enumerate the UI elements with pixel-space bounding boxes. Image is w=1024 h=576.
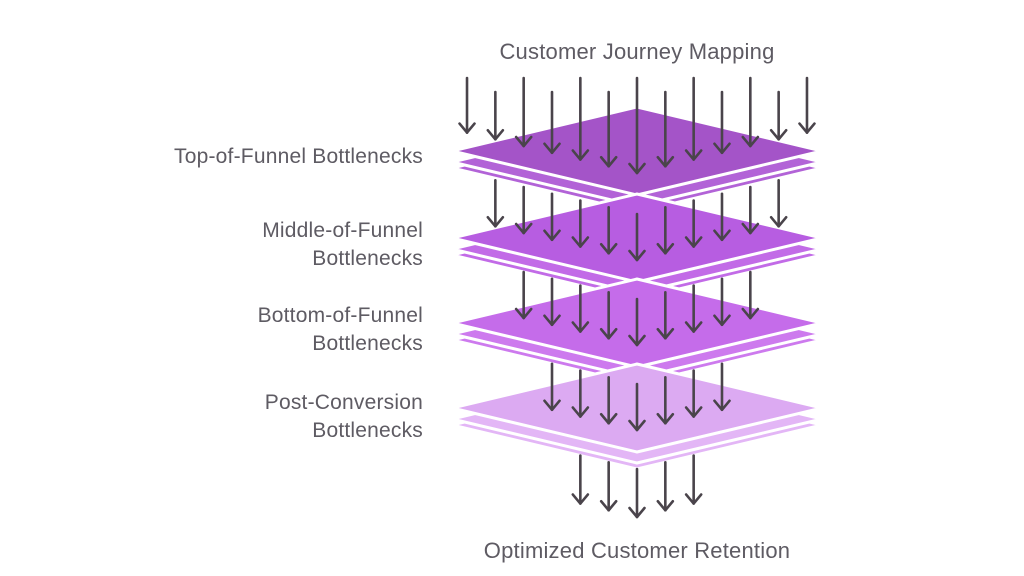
down-arrow	[684, 284, 703, 333]
down-arrow	[543, 277, 561, 327]
down-arrow	[656, 205, 675, 255]
down-arrow	[599, 90, 618, 168]
flow-arrows	[458, 76, 816, 519]
label-top-of-funnel: Top-of-Funnel Bottlenecks	[83, 143, 423, 171]
label-line: Bottlenecks	[312, 332, 423, 355]
label-line: Bottom-of-Funnel	[257, 304, 423, 327]
down-arrow	[571, 199, 590, 248]
down-arrow	[713, 362, 731, 412]
bottom-caption: Optimized Customer Retention	[483, 538, 791, 563]
down-arrow	[514, 185, 533, 235]
down-arrow	[514, 76, 533, 148]
down-arrow	[741, 76, 760, 148]
down-arrow	[599, 205, 618, 255]
down-arrow	[741, 185, 760, 235]
down-arrow	[684, 369, 703, 418]
down-arrow	[656, 90, 675, 168]
down-arrow	[486, 90, 505, 141]
down-arrow	[656, 290, 675, 340]
down-arrow	[628, 297, 646, 347]
label-line: Top-of-Funnel Bottlenecks	[174, 145, 423, 168]
down-arrow	[684, 199, 703, 248]
down-arrow	[599, 460, 618, 512]
down-arrow	[684, 76, 703, 161]
down-arrow	[571, 454, 590, 505]
down-arrow	[769, 90, 788, 141]
down-arrow	[486, 179, 505, 228]
down-arrow	[656, 460, 675, 512]
down-arrow	[543, 362, 561, 412]
down-arrow	[571, 369, 590, 418]
down-arrow	[628, 382, 646, 432]
down-arrow	[713, 277, 731, 327]
down-arrow	[798, 76, 816, 134]
down-arrow	[458, 76, 476, 134]
down-arrow	[628, 467, 646, 519]
down-arrow	[628, 76, 646, 175]
label-line: Middle-of-Funnel	[262, 219, 423, 242]
down-arrow	[543, 192, 561, 242]
page-title: Customer Journey Mapping	[499, 39, 775, 64]
down-arrow	[713, 90, 731, 155]
down-arrow	[713, 192, 731, 242]
down-arrow	[571, 76, 590, 161]
down-arrow	[769, 179, 788, 228]
down-arrow	[514, 270, 533, 320]
down-arrow	[543, 90, 561, 155]
label-line: Bottlenecks	[312, 247, 423, 270]
down-arrow	[628, 212, 646, 262]
down-arrow	[599, 290, 618, 340]
down-arrow	[741, 270, 760, 320]
down-arrow	[684, 454, 703, 505]
down-arrow	[656, 375, 675, 425]
down-arrow	[571, 284, 590, 333]
label-line: Post-Conversion	[264, 391, 423, 414]
down-arrow	[599, 375, 618, 425]
label-line: Bottlenecks	[312, 419, 423, 442]
